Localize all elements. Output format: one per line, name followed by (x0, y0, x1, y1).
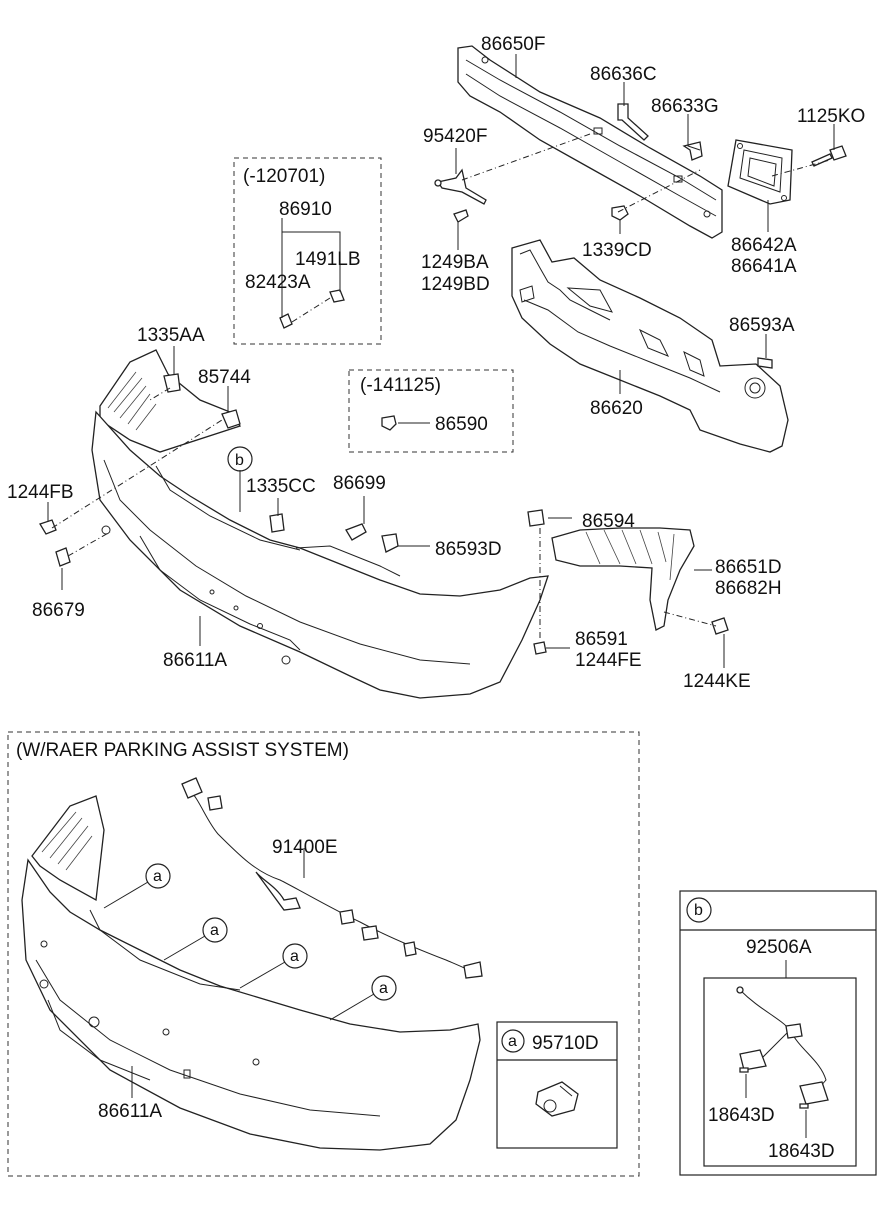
label-1125KO: 1125KO (797, 106, 865, 127)
label-86636C: 86636C (590, 64, 657, 85)
label-86642A: 86642A (731, 235, 797, 256)
parking-sensor-95710D (535, 1081, 579, 1117)
label-1244KE: 1244KE (683, 671, 751, 692)
box-120701-parts (279, 289, 345, 329)
screw-1249BA (453, 209, 469, 223)
label-18643D-1: 18643D (708, 1105, 775, 1126)
camera-wiring-box (679, 890, 877, 1176)
tab-86593A (757, 357, 773, 369)
rear-bumper-cover-pas (21, 795, 481, 1151)
label-1335CC: 1335CC (246, 476, 316, 497)
sensor-box-callout: a (508, 1033, 517, 1050)
label-86699: 86699 (333, 473, 386, 494)
rear-bumper-beam (457, 45, 723, 239)
label-86593A: 86593A (729, 315, 795, 336)
callout-a-3: a (290, 948, 299, 965)
label-86611A: 86611A (163, 650, 227, 671)
parking-assist-title: (W/RAER PARKING ASSIST SYSTEM) (16, 740, 349, 761)
label-95710D: 95710D (532, 1033, 599, 1054)
label-86641A: 86641A (731, 256, 797, 277)
label-1244FE: 1244FE (575, 650, 642, 671)
label-86593D: 86593D (435, 539, 502, 560)
label-86591: 86591 (575, 629, 628, 650)
clip-95420F (434, 168, 487, 205)
clip-1335AA (163, 373, 181, 393)
box-141125 (348, 369, 514, 453)
label-1244FB: 1244FB (7, 482, 74, 503)
label-18643D-2: 18643D (768, 1141, 835, 1162)
label-86650F: 86650F (481, 34, 545, 55)
leader-lines (47, 54, 835, 1138)
label-86594: 86594 (582, 511, 635, 532)
label-86611A-pas: 86611A (98, 1101, 162, 1122)
clip-86594 (527, 509, 545, 527)
label-86651D: 86651D (715, 557, 782, 578)
sensor-box (496, 1021, 618, 1149)
label-95420F: 95420F (423, 126, 487, 147)
label-1339CD: 1339CD (582, 240, 652, 261)
grommet-85744 (221, 409, 241, 429)
bolt-1125KO (811, 145, 847, 167)
box-120701 (233, 157, 382, 345)
label-86620: 86620 (590, 398, 643, 419)
label-86590: 86590 (435, 414, 488, 435)
label-85744: 85744 (198, 367, 251, 388)
callout-a-1: a (153, 868, 162, 885)
callout-b-label: b (235, 452, 244, 469)
rear-bumper-cover (91, 349, 549, 699)
label-91400E: 91400E (272, 837, 338, 858)
label-86910: 86910 (279, 199, 332, 220)
cap-86679 (55, 547, 71, 567)
screw-1244KE (711, 617, 729, 635)
energy-absorber-86620 (511, 239, 789, 453)
callout-a-group (103, 863, 397, 1021)
clip-86593D (381, 533, 399, 553)
label-1335AA: 1335AA (137, 325, 205, 346)
label-1249BA: 1249BA (421, 252, 489, 273)
label-1491LB: 1491LB (295, 249, 361, 270)
nut-1339CD (611, 205, 629, 221)
clip-1335CC (269, 513, 285, 533)
screw-86591 (533, 641, 547, 655)
label-1249BD: 1249BD (421, 274, 490, 295)
label-86682H: 86682H (715, 578, 782, 599)
bumper-mount-plate (727, 139, 793, 205)
camera-box-callout: b (694, 902, 703, 919)
box-141125-title: (-141125) (360, 375, 441, 396)
parking-assist-box (7, 731, 640, 1177)
screw-86699 (345, 523, 367, 541)
box-120701-title: (-120701) (243, 166, 325, 187)
label-82423A: 82423A (245, 272, 311, 293)
clip-86590 (381, 415, 397, 431)
extension-wire-92506A (736, 986, 829, 1109)
callout-a-2: a (210, 922, 219, 939)
label-86633G: 86633G (651, 96, 719, 117)
label-92506A: 92506A (746, 937, 812, 958)
callout-a-4: a (379, 980, 388, 997)
label-86679: 86679 (32, 600, 85, 621)
wiring-harness-91400E (181, 777, 483, 979)
callout-b-marker (227, 446, 253, 472)
